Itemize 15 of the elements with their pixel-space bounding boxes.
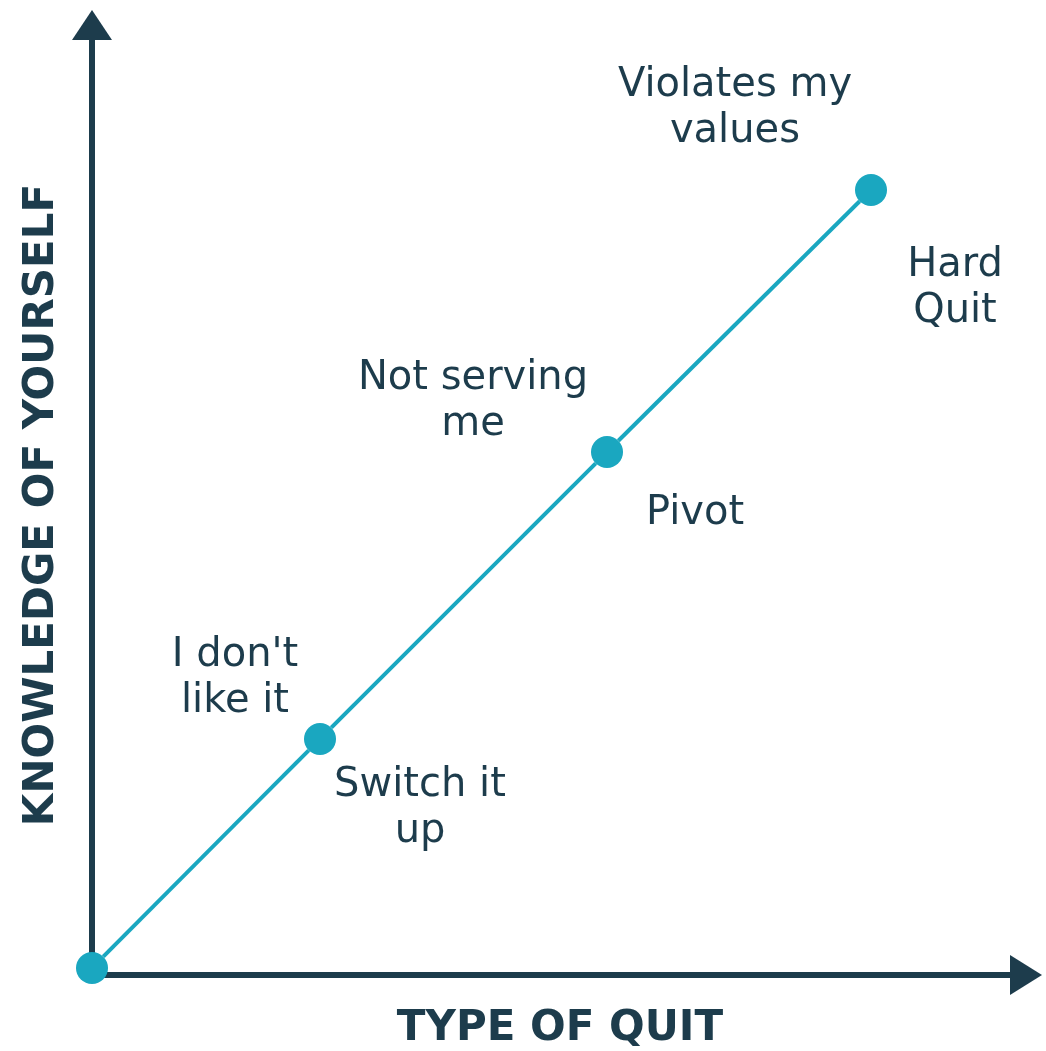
y-axis-title: KNOWLEDGE OF YOURSELF	[13, 183, 63, 827]
data-point	[855, 174, 887, 206]
data-point	[591, 436, 623, 468]
point-label: Violates my values	[616, 59, 854, 151]
x-axis-title: TYPE OF QUIT	[396, 1000, 724, 1050]
point-label: Pivot	[644, 487, 746, 533]
point-label: I don't like it	[170, 629, 300, 721]
point-label: Not serving me	[356, 352, 590, 444]
connector-line	[329, 461, 598, 730]
connector-line	[616, 199, 862, 443]
point-label: Switch it up	[333, 759, 507, 851]
point-label: Hard Quit	[906, 239, 1004, 331]
data-point	[76, 952, 108, 984]
connector-line	[101, 748, 311, 959]
data-point	[304, 723, 336, 755]
